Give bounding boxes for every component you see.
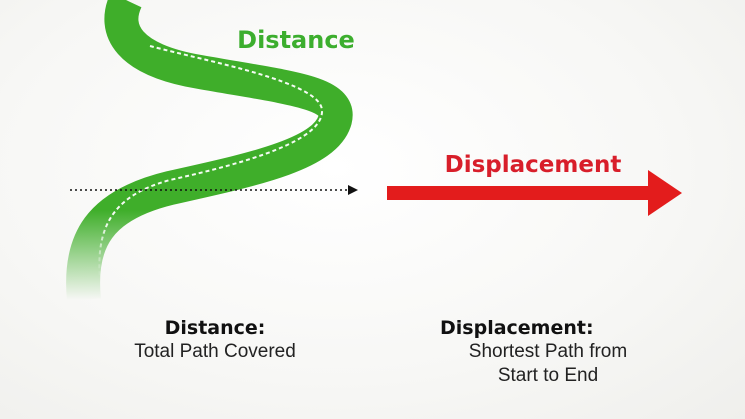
displacement-arrow-label: Displacement xyxy=(445,152,622,178)
displacement-caption-description-line2: Start to End xyxy=(497,365,599,386)
displacement-caption-description-line1: Shortest Path from xyxy=(468,341,628,362)
distance-caption: Distance: Total Path Covered xyxy=(100,316,330,364)
distance-path-trace xyxy=(98,45,324,281)
distance-caption-description: Total Path Covered xyxy=(134,341,296,362)
dotted-line-arrowhead xyxy=(348,185,358,195)
displacement-arrow-head xyxy=(648,170,682,216)
displacement-arrow-shaft xyxy=(387,186,651,200)
displacement-caption: Displacement: Shortest Path from Start t… xyxy=(410,316,650,388)
displacement-caption-title: Displacement: xyxy=(440,317,594,339)
distance-path xyxy=(66,0,353,302)
distance-path-label: Distance xyxy=(237,26,355,54)
distance-caption-title: Distance: xyxy=(164,317,266,339)
